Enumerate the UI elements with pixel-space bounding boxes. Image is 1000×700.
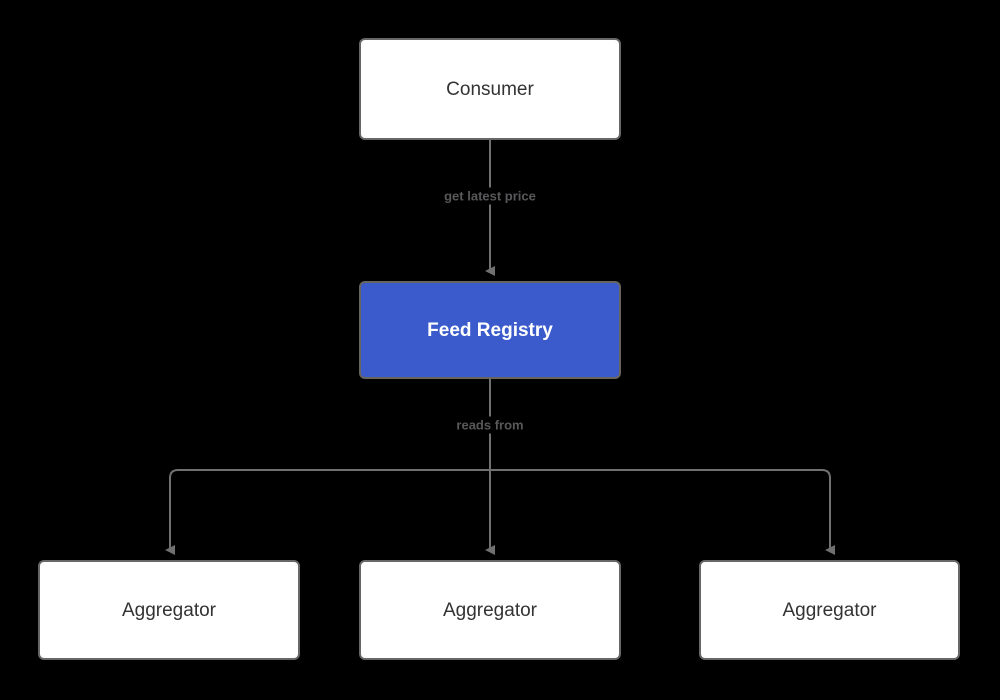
node-consumer[interactable]: Consumer xyxy=(359,38,621,140)
node-consumer-label: Consumer xyxy=(446,78,534,100)
node-aggregator-1-label: Aggregator xyxy=(121,599,216,621)
edge-label-get-latest-price: get latest price xyxy=(439,187,541,205)
node-aggregator-3[interactable]: Aggregator xyxy=(699,560,960,660)
node-aggregator-1[interactable]: Aggregator xyxy=(38,560,300,660)
node-feed-registry-label: Feed Registry xyxy=(427,319,553,341)
node-feed-registry[interactable]: Feed Registry xyxy=(359,281,621,379)
edge-label-reads-from: reads from xyxy=(451,416,529,434)
edge-bus-to-aggregator-1 xyxy=(165,469,490,555)
node-aggregator-2[interactable]: Aggregator xyxy=(359,560,621,660)
edge-bus-to-aggregator-3 xyxy=(490,469,835,555)
node-aggregator-2-label: Aggregator xyxy=(442,599,537,621)
node-aggregator-3-label: Aggregator xyxy=(782,599,877,621)
